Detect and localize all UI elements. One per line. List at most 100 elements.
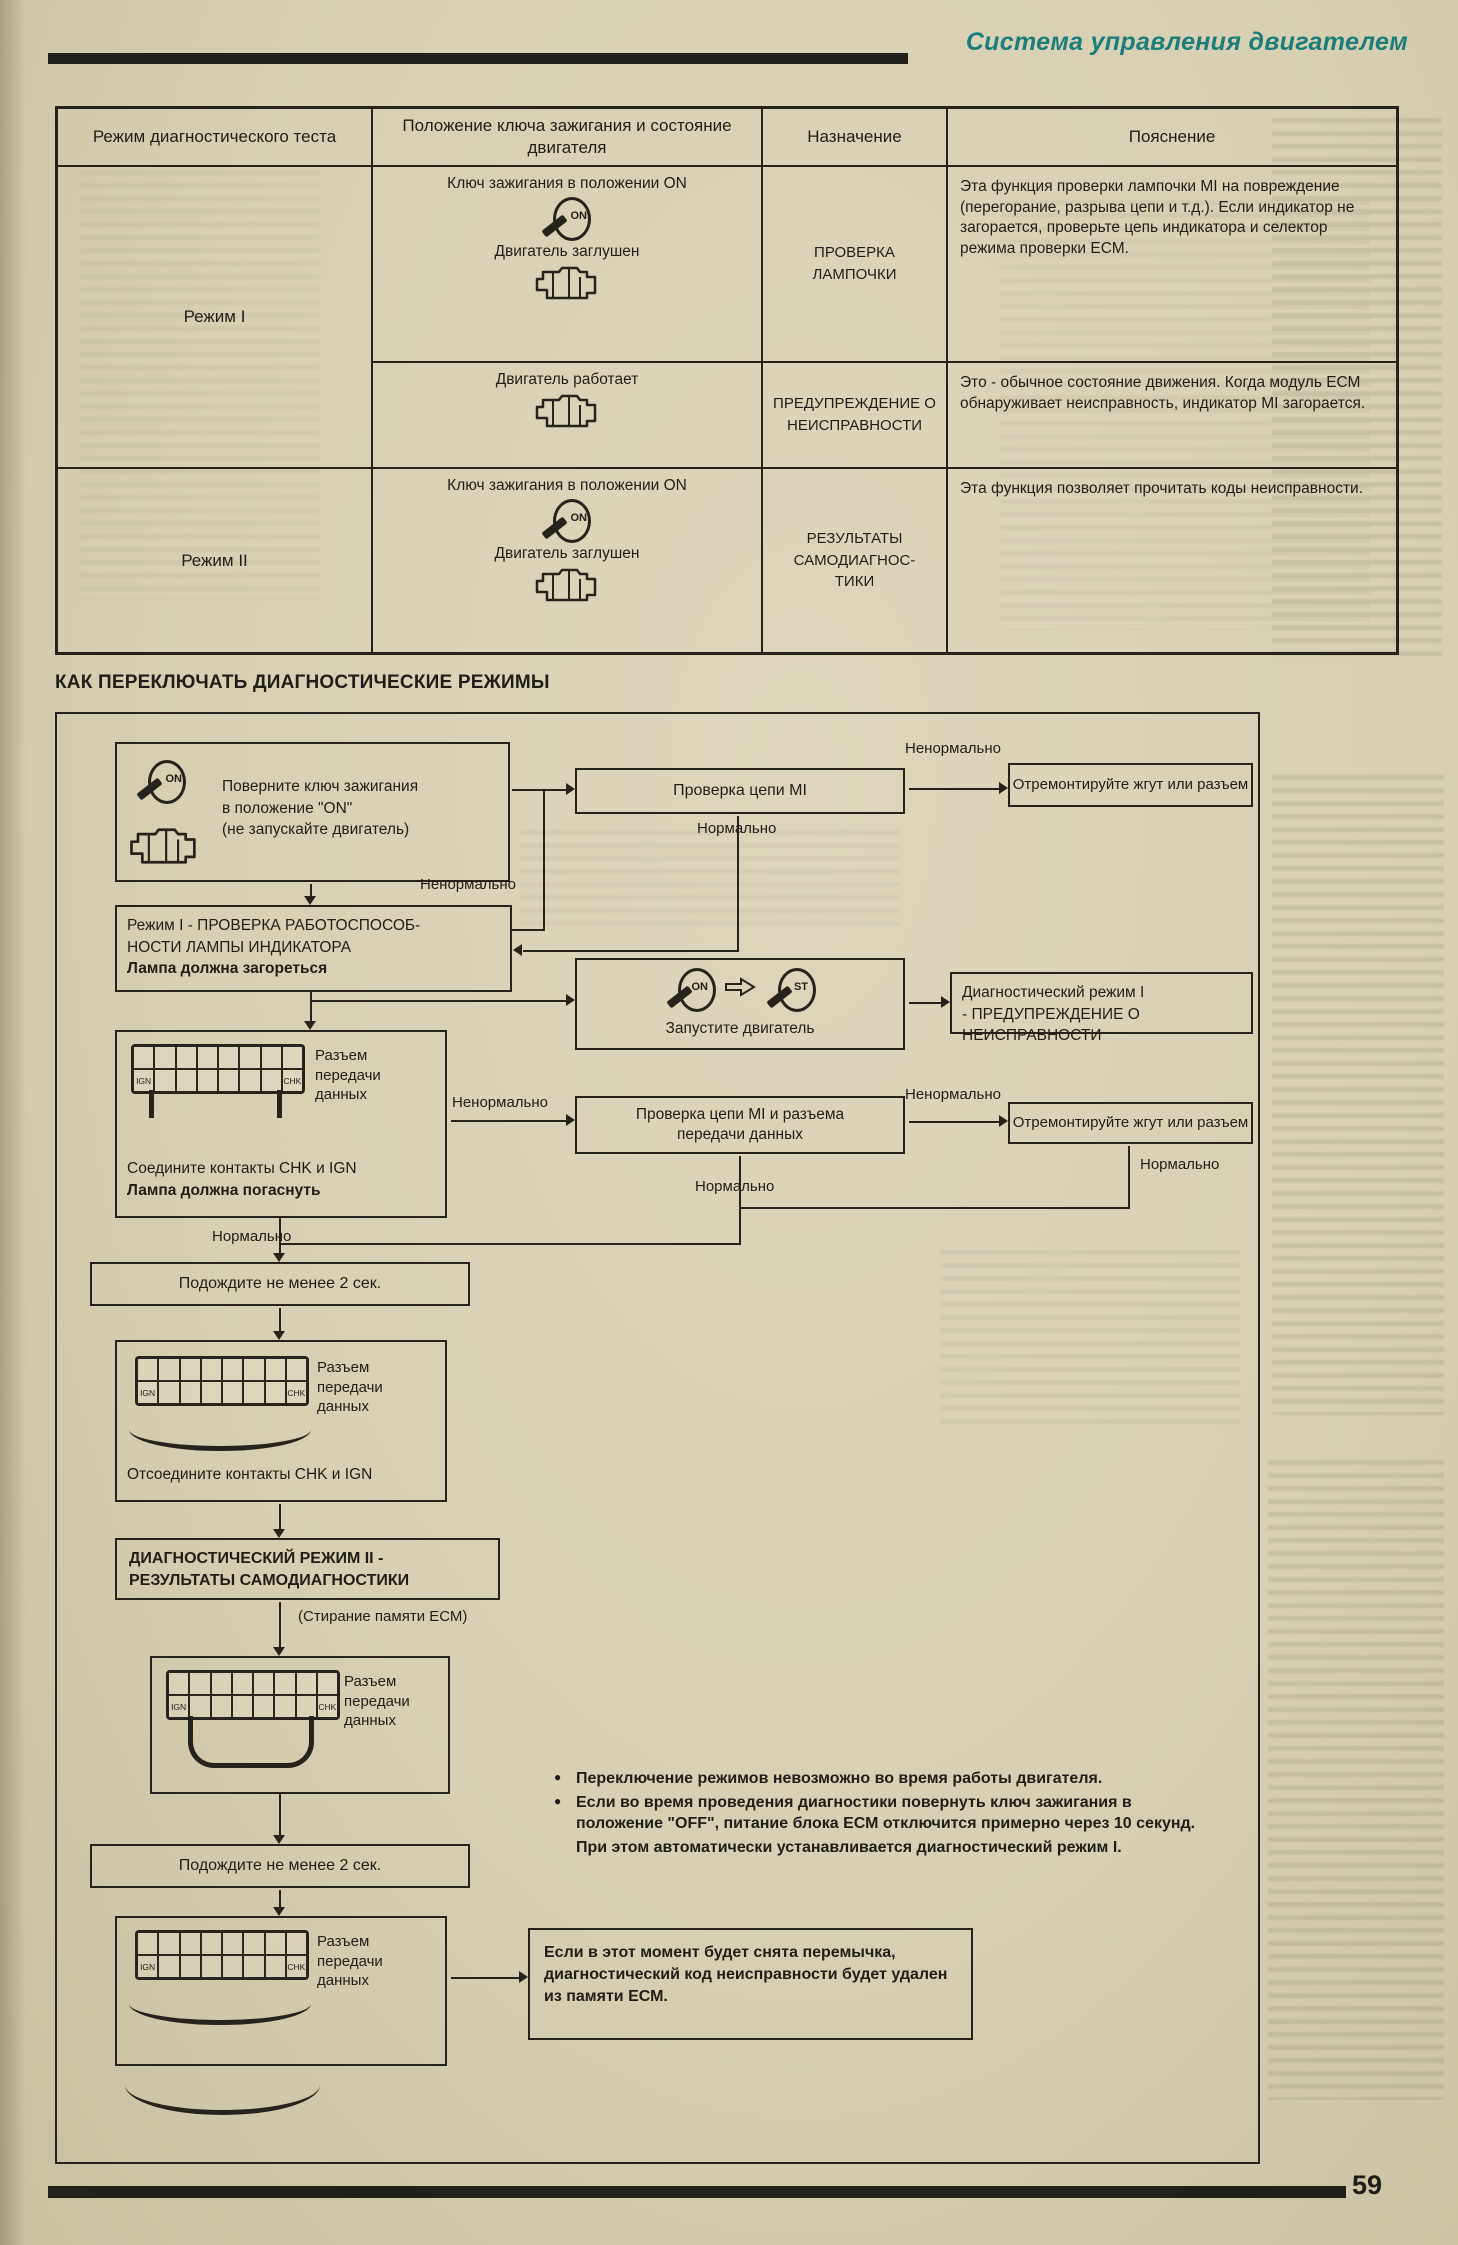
node-mi-dlc-check: Проверка цепи MI и разъема передачи данн… [575,1096,905,1154]
mode2-explanation-selfdiag: Эта функция позволяет прочитать коды неи… [947,468,1397,653]
page-number: 59 [1352,2170,1383,2200]
flow-line [512,929,545,931]
arrowhead [566,994,575,1006]
label-erase-memory: (Стирание памяти ЕСМ) [298,1608,468,1625]
arrowhead [273,1647,285,1656]
node-mode1-lamp-check: Режим I - ПРОВЕРКА РАБОТОСПОСОБ- НОСТИ Л… [115,905,512,992]
key-on-text: Ключ зажигания в положении ON [447,175,687,192]
arrowhead [566,783,575,795]
arrowhead [273,1907,285,1916]
diagnostic-modes-table: Режим диагностического теста Положение к… [55,106,1399,655]
flow-line [909,788,999,790]
flowchart-heading: КАК ПЕРЕКЛЮЧАТЬ ДИАГНОСТИЧЕСКИЕ РЕЖИМЫ [55,672,550,693]
node-diag-mode1: Диагностический режим I - ПРЕДУПРЕЖДЕНИЕ… [950,972,1253,1044]
flow-line [543,791,545,931]
flow-line [279,1308,281,1333]
header-rule [48,53,908,64]
node-repair-harness-2: Отремонтируйте жгут или разъем [1008,1102,1253,1144]
arrowhead [304,1021,316,1030]
node-turn-key-on: ON Поверните ключ зажигания в положение … [115,742,510,882]
engine-running-text: Двигатель работает [495,371,639,388]
binding-shadow [0,0,26,2245]
flow-line [281,1243,741,1245]
flow-line [279,1602,281,1649]
start-engine-text: Запустите двигатель [665,1020,815,1037]
jumper-loop-wire [188,1716,314,1768]
key-position-label: ON [570,512,588,524]
dlc-caption: Разъем передачи данных [344,1673,410,1729]
mode1-purpose-bulb-check: ПРОВЕРКА ЛАМПОЧКИ [762,166,947,362]
arrowhead [519,1971,528,1983]
engine-off-text: Двигатель заглушен [494,545,640,562]
label-abnormal: Ненормально [905,1086,1001,1103]
table-header-mode: Режим диагностического теста [57,108,372,166]
table-header-explanation: Пояснение [947,108,1397,166]
flow-line [451,1120,566,1122]
engine-off-text: Двигатель заглушен [494,243,640,260]
arrowhead [273,1331,285,1340]
table-header-purpose: Назначение [762,108,947,166]
ignition-key-icon: ON [136,758,186,804]
mode2-purpose-selfdiag: РЕЗУЛЬТАТЫ САМОДИАГНОС- ТИКИ [762,468,947,653]
mode1-purpose-warning: ПРЕДУПРЕЖДЕНИЕ О НЕИСПРАВНОСТИ [762,362,947,468]
note-item: ●Если во время проведения диагностики по… [554,1794,1196,1833]
arrowhead [941,996,950,1008]
bleed-through [1268,1460,1444,2100]
flow-line [739,1156,741,1245]
node-mi-circuit-check: Проверка цепи MI [575,768,905,814]
flow-line [512,789,566,791]
flow-line [739,1207,1130,1209]
mode1-key-state-cell: Ключ зажигания в положении ON ON Двигате… [372,166,762,362]
table-header-key-state: Положение ключа зажигания и состояние дв… [372,108,762,166]
arrow-right-icon [725,977,756,997]
key-position-label: ON [570,210,588,222]
flow-line [523,950,739,952]
mode1-engine-running-cell: Двигатель работает [372,362,762,468]
note-item: При этом автоматически устанавливается д… [576,1839,1122,1857]
jumper-wire [149,1090,154,1118]
engine-icon [130,828,196,864]
flow-line [279,1794,281,1837]
connect-text: Соедините контакты CHK и IGN Лампа должн… [127,1160,357,1199]
label-normal: Нормально [695,1178,775,1195]
loose-wire-arc [129,1982,311,2025]
ignition-key-icon: ON [541,195,591,241]
flow-line [451,1977,519,1979]
footer-rule [48,2186,1346,2198]
bleed-through [520,830,900,930]
key-ring [553,197,591,241]
arrowhead [999,782,1008,794]
loose-wire-arc [129,1408,311,1451]
note-item: ●Переключение режимов невозможно во врем… [554,1770,1103,1787]
dlc-caption: Разъем передачи данных [315,1047,381,1103]
flow-line [310,992,312,1023]
engine-icon [535,266,597,300]
flow-line [737,816,739,951]
node-wait-2sec-1: Подождите не менее 2 сек. [90,1262,470,1306]
arrowhead [566,1114,575,1126]
key-on-text: Ключ зажигания в положении ON [447,477,687,494]
label-abnormal: Ненормально [420,876,516,893]
bleed-through [1000,200,1370,630]
arrowhead [513,944,522,956]
bleed-through [940,1250,1240,1430]
turn-key-text: Поверните ключ зажигания в положение "ON… [222,778,419,839]
key-ring [553,499,591,543]
ignition-key-st-icon: ST [766,966,816,1012]
flow-line [279,1504,281,1531]
ignition-key-on-icon: ON [666,966,716,1012]
jumper-removed-note: Если в этот момент будет снята перемычка… [528,1928,973,2040]
mode2-key-state-cell: Ключ зажигания в положении ON ON Двигате… [372,468,762,653]
bleed-through [1272,775,1444,1415]
flowchart-notes: ●Переключение режимов невозможно во врем… [552,1768,1212,1861]
mode1-explanation-warning: Это - обычное состояние движения. Когда … [947,362,1397,468]
engine-icon [535,394,597,428]
flow-line [312,1000,566,1002]
bullet-icon: ● [554,1770,562,1784]
disconnect-text: Отсоедините контакты CHK и IGN [127,1466,373,1483]
label-abnormal: Ненормально [905,740,1001,757]
